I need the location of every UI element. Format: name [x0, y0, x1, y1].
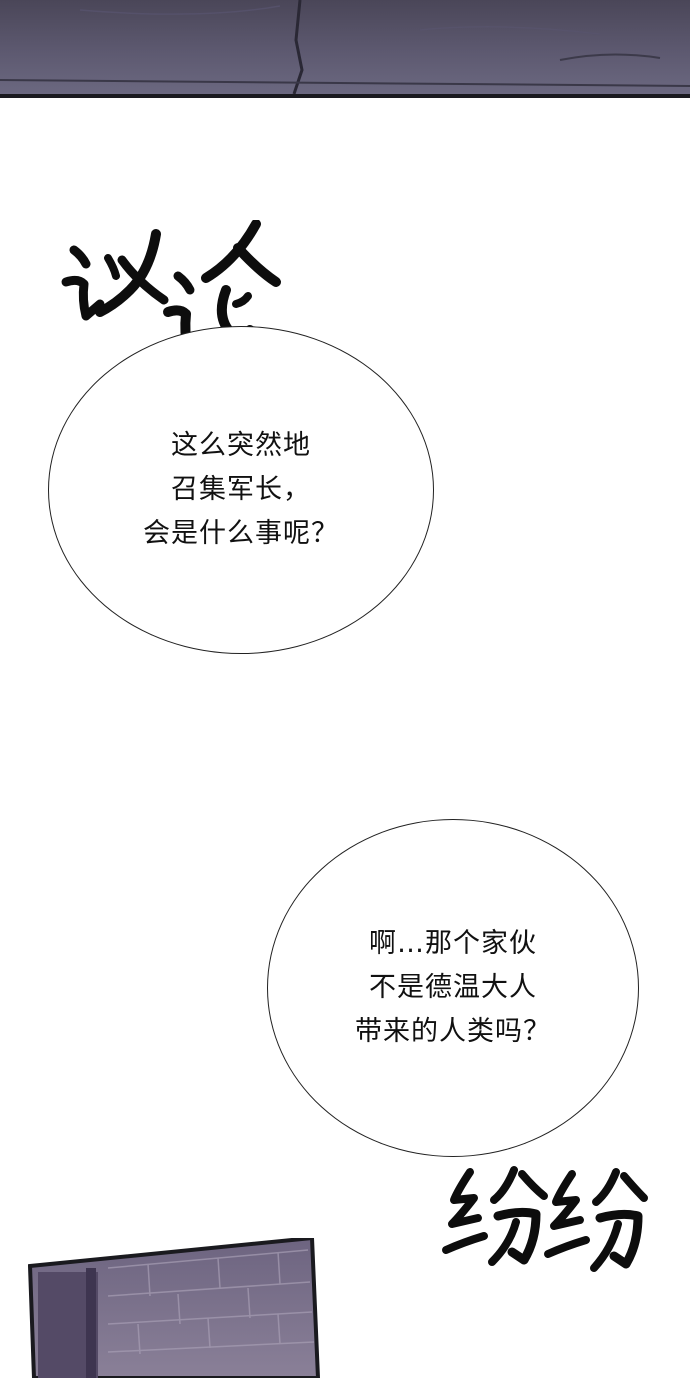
sfx-fenfen-handwritten [442, 1166, 648, 1272]
speech-bubble-1-line-3: 会是什么事呢？ [143, 518, 339, 549]
stone-crack-texture [0, 0, 690, 94]
bottom-panel-art [27, 1235, 321, 1380]
speech-bubble-2-text: 啊…那个家伙 不是德温大人 带来的人类吗？ [355, 922, 551, 1054]
speech-bubble-1: 这么突然地 召集军长， 会是什么事呢？ [48, 326, 434, 654]
speech-bubble-2-line-2: 不是德温大人 [369, 972, 537, 1003]
bottom-panel-stone-wall [27, 1235, 328, 1380]
speech-bubble-1-line-1: 这么突然地 [171, 430, 311, 461]
speech-bubble-1-text: 这么突然地 召集军长， 会是什么事呢？ [143, 424, 339, 556]
top-panel-stone-wall [0, 0, 690, 98]
speech-bubble-2-line-1: 啊…那个家伙 [369, 928, 537, 959]
speech-bubble-1-line-2: 召集军长， [171, 474, 311, 505]
speech-bubble-2: 啊…那个家伙 不是德温大人 带来的人类吗？ [267, 819, 639, 1157]
speech-bubble-2-line-3: 带来的人类吗？ [355, 1016, 551, 1047]
